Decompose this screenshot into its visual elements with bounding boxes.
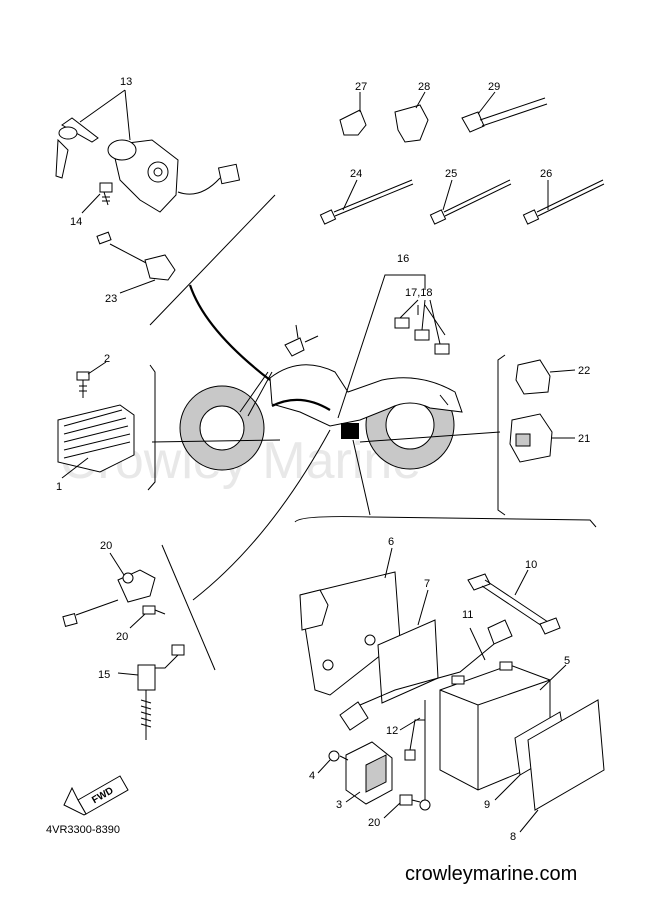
callout-20-lower: 20: [368, 817, 380, 829]
band-10: [467, 569, 561, 635]
switch-15: [117, 644, 185, 740]
band-29: [461, 91, 548, 133]
battery-location-marker: [341, 423, 359, 439]
callout-28: 28: [418, 81, 430, 93]
clamp-27: [339, 92, 367, 136]
callout-29: 29: [488, 81, 500, 93]
callout-17-18: 17,18: [405, 287, 433, 299]
callout-14: 14: [70, 216, 82, 228]
callout-25: 25: [445, 168, 457, 180]
callout-5: 5: [564, 655, 570, 667]
callout-20-upper: 20: [116, 631, 128, 643]
callout-23: 23: [105, 293, 117, 305]
screw-20-upper: [129, 605, 166, 629]
callout-24: 24: [350, 168, 362, 180]
cable-tie-26: [522, 179, 605, 225]
drawing-code: 4VR3300-8390: [46, 824, 120, 836]
cable-tie-25: [429, 179, 512, 225]
screw-4: [317, 750, 349, 774]
callout-12: 12: [386, 725, 398, 737]
callout-6: 6: [388, 536, 394, 548]
rectifier-regulator-1: [57, 404, 135, 479]
site-url: crowleymarine.com: [405, 863, 577, 885]
relay-22: [515, 359, 576, 395]
sensor-19: [62, 552, 156, 627]
battery-box-6: [299, 547, 401, 696]
clamp-28: [394, 91, 429, 143]
fuse-set: [394, 299, 450, 355]
callout-16: 16: [397, 253, 409, 265]
part-23: [96, 231, 176, 294]
screw-2: [76, 361, 107, 398]
fwd-arrow: FWD: [63, 775, 129, 816]
callout-21: 21: [578, 433, 590, 445]
callout-1: 1: [56, 481, 62, 493]
motorcycle-silhouette: [179, 324, 463, 471]
leader-lines: [147, 194, 597, 671]
callout-9: 9: [484, 799, 490, 811]
callout-labels: 13 14 23 27 28 29 24 25 26 16 17,18 2 1 …: [56, 76, 590, 843]
cover-11: [339, 619, 513, 731]
callout-7: 7: [424, 578, 430, 590]
callout-2: 2: [104, 353, 110, 365]
relay-21: [509, 413, 575, 463]
screw-20-lower: [383, 794, 421, 819]
screw-14: [81, 182, 113, 214]
callout-13: 13: [120, 76, 132, 88]
callout-10: 10: [525, 559, 537, 571]
lead-12: [399, 700, 431, 811]
relay-3: [345, 741, 393, 805]
callout-15: 15: [98, 669, 110, 681]
callout-26: 26: [540, 168, 552, 180]
callout-22: 22: [578, 365, 590, 377]
callout-8: 8: [510, 831, 516, 843]
callout-27: 27: [355, 81, 367, 93]
callout-19: 20: [100, 540, 112, 552]
pad-8: [519, 699, 605, 833]
main-switch-assembly: [55, 89, 241, 213]
callout-4: 4: [309, 770, 315, 782]
cable-tie-24: [319, 179, 414, 225]
callout-11: 11: [462, 609, 473, 621]
callout-3: 3: [336, 799, 342, 811]
